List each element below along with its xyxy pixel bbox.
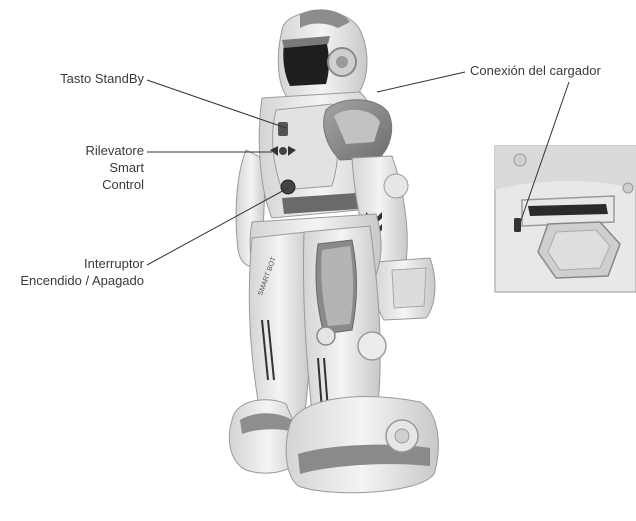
power-switch: [281, 180, 295, 194]
label-smart-control-sensor: Rilevatore Smart Control: [85, 142, 144, 193]
label-line: Control: [85, 176, 144, 193]
label-standby-button: Tasto StandBy: [60, 70, 144, 87]
charger-port: [514, 218, 521, 232]
label-line: Interruptor: [20, 255, 144, 272]
label-line: Rilevatore: [85, 142, 144, 159]
robot-knee-ring: [358, 332, 386, 360]
label-line: Conexión del cargador: [470, 62, 601, 79]
robot-elbow: [384, 174, 408, 198]
robot-left-leg: [249, 232, 310, 424]
label-line: Smart: [85, 159, 144, 176]
leader-charger: [377, 72, 465, 92]
label-charger-connection: Conexión del cargador: [470, 62, 601, 79]
robot-knee-disc: [317, 327, 335, 345]
label-line: Tasto StandBy: [60, 70, 144, 87]
charger-inset: [495, 146, 636, 292]
label-line: Encendido / Apagado: [20, 272, 144, 289]
standby-button: [278, 122, 288, 136]
inset-slot: [528, 204, 608, 216]
robot: SMART BOT: [229, 9, 438, 492]
robot-ear-core: [336, 56, 348, 68]
label-power-switch: Interruptor Encendido / Apagado: [20, 255, 144, 289]
